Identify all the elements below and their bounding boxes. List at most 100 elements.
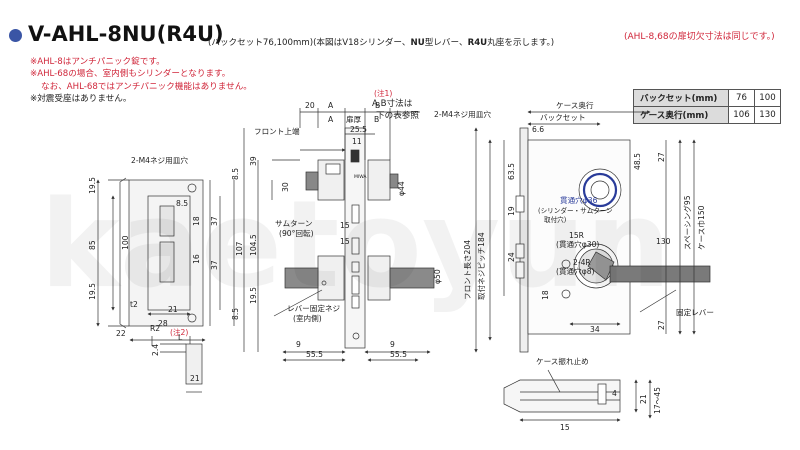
- spec-label: ケース奥行(mm): [633, 106, 729, 124]
- case-depth-label: ケース奥行: [556, 100, 594, 110]
- r24-label: 2-4R: [573, 258, 591, 267]
- dim-R2: R2: [150, 324, 160, 333]
- case-stopper-view: [503, 369, 621, 413]
- dim-2-4: 2.4: [151, 344, 160, 356]
- nameplate-text: MIWA: [354, 174, 367, 180]
- front-top-label: フロント上端: [254, 126, 300, 136]
- dim-27a: 27: [657, 152, 666, 162]
- through-30-label: (貫通穴φ30): [556, 239, 599, 249]
- spec-label: バックセット(mm): [633, 89, 729, 107]
- through-36-sub2: 取付穴): [544, 215, 566, 224]
- dim-15c: 15: [560, 423, 570, 432]
- dim-39: 39: [249, 156, 258, 166]
- subtitle-part: 丸座を示します。): [487, 38, 555, 48]
- dim-85: 85: [88, 240, 97, 250]
- dim-16: 16: [192, 254, 201, 264]
- bullet-dot: [9, 29, 22, 42]
- dim-8-5a: 8.5: [231, 168, 240, 180]
- dim-8-5b: 8.5: [231, 308, 240, 320]
- through-8-label: (貫通穴φ8): [556, 266, 595, 276]
- dim-130: 130: [656, 237, 671, 246]
- notes-block: ※AHL-8はアンチパニック錠です。 ※AHL-68の場合、室内側もシリンダーと…: [30, 56, 252, 106]
- dim-63-5: 63.5: [507, 163, 516, 180]
- through-36-label: 貫通穴φ36: [560, 195, 598, 205]
- dim-104-5: 104.5: [249, 234, 258, 256]
- dim-L: L: [178, 333, 183, 342]
- dim-17-45: 17～45: [653, 387, 662, 414]
- dim-55-5a: 55.5: [306, 350, 323, 359]
- spec-row-case-depth: ケース奥行(mm) 106 130: [633, 106, 781, 124]
- dim-19: 19: [507, 206, 516, 216]
- subtitle-bold-nu: NU: [410, 38, 425, 48]
- lock-side-view: [284, 127, 435, 349]
- dim-A: A: [328, 101, 334, 110]
- dim-37b: 37: [210, 260, 219, 270]
- spec-table: バックセット(mm) 76 100 ケース奥行(mm) 106 130: [633, 89, 781, 124]
- note1-tag: (注1): [374, 88, 392, 98]
- lever-screw-label: レバー固定ネジ: [287, 303, 341, 313]
- spacing-label: スペーシング95: [682, 195, 692, 250]
- front-length-label: フロント長さ204: [463, 240, 472, 300]
- dim-A2: A: [328, 115, 334, 124]
- dim-20: 20: [305, 101, 315, 110]
- lever-screw-sub-label: (室内側): [293, 313, 322, 323]
- dim-15a: 15: [340, 221, 350, 230]
- dim-25-5: 25.5: [350, 125, 367, 134]
- dim-55-5b: 55.5: [390, 350, 407, 359]
- note-line-1: ※AHL-8はアンチパニック錠です。: [30, 57, 165, 67]
- dim-6-6: 6.6: [532, 125, 544, 134]
- dim-18b: 18: [541, 290, 550, 300]
- dim-19-5b: 19.5: [88, 283, 97, 300]
- note1-text2: 下の表参照: [376, 109, 419, 121]
- dim-11: 11: [352, 137, 362, 146]
- subtitle-bold-r4u: R4U: [467, 38, 488, 48]
- dim-18: 18: [192, 216, 201, 226]
- dim-19-5c: 19.5: [249, 287, 258, 304]
- strike-side-detail: [160, 343, 203, 393]
- door-cutout-note: (AHL-8,68の扉切欠寸法は同じです。): [624, 32, 775, 42]
- dim-19-5a: 19.5: [88, 177, 97, 194]
- r15-label: 15R: [569, 231, 585, 240]
- dim-48-5: 48.5: [633, 153, 642, 170]
- dim-30: 30: [281, 182, 290, 192]
- dim-B: B: [375, 101, 380, 110]
- thumbturn-label: サムターン: [275, 219, 312, 228]
- spec-value: 130: [754, 106, 781, 124]
- dim-t2: t2: [130, 300, 138, 309]
- dim-100: 100: [121, 235, 130, 250]
- m4-left-label: 2-M4ネジ用皿穴: [131, 155, 188, 165]
- fix-pitch-label: 取付ネジピッチ184: [476, 232, 486, 300]
- note-line-4: ※対震受座はありません。: [30, 94, 132, 105]
- dim-21c: 21: [639, 394, 648, 404]
- strike-plate-view: [108, 177, 204, 346]
- dim-8-5-inner: 8.5: [176, 199, 188, 208]
- lock-body-view: [515, 127, 711, 353]
- thumbturn-sub-label: (90°回転): [279, 229, 314, 238]
- phi44-label: φ44: [397, 181, 406, 196]
- dim-21b: 21: [190, 374, 200, 383]
- subtitle-part: 型レバー、: [424, 38, 468, 48]
- m4-right-label: 2-M4ネジ用皿穴: [434, 109, 491, 119]
- watermark: kaetoyun: [40, 176, 671, 315]
- through-36-sub: (シリンダー・サムターン: [538, 206, 613, 215]
- backset-label: バックセット: [540, 113, 586, 122]
- dim-4: 4: [612, 389, 617, 398]
- phi50-label: φ50: [433, 269, 442, 284]
- dim-37a: 37: [210, 216, 219, 226]
- dim-15b: 15: [340, 237, 350, 246]
- note-line-2: ※AHL-68の場合、室内側もシリンダーとなります。: [30, 69, 231, 80]
- page-subtitle: (バックセット76,100mm)(本図はV18シリンダー、NU型レバー、R4U丸…: [208, 36, 554, 48]
- dim-28: 28: [158, 319, 168, 328]
- subtitle-part: (バックセット76,100mm)(本図はV18シリンダー、: [208, 38, 411, 48]
- dim-22: 22: [116, 329, 126, 338]
- note1-text1: A,B寸法は: [372, 97, 413, 109]
- dim-24: 24: [507, 252, 516, 262]
- dim-107: 107: [235, 241, 244, 256]
- dim-34: 34: [590, 325, 600, 334]
- dim-9a: 9: [296, 340, 301, 349]
- fixed-lever-label: 固定レバー: [676, 307, 714, 317]
- note2-tag: (注2): [170, 327, 188, 337]
- door-thickness-label: 扉厚: [346, 114, 362, 124]
- case-width-label: ケース巾150: [696, 205, 706, 250]
